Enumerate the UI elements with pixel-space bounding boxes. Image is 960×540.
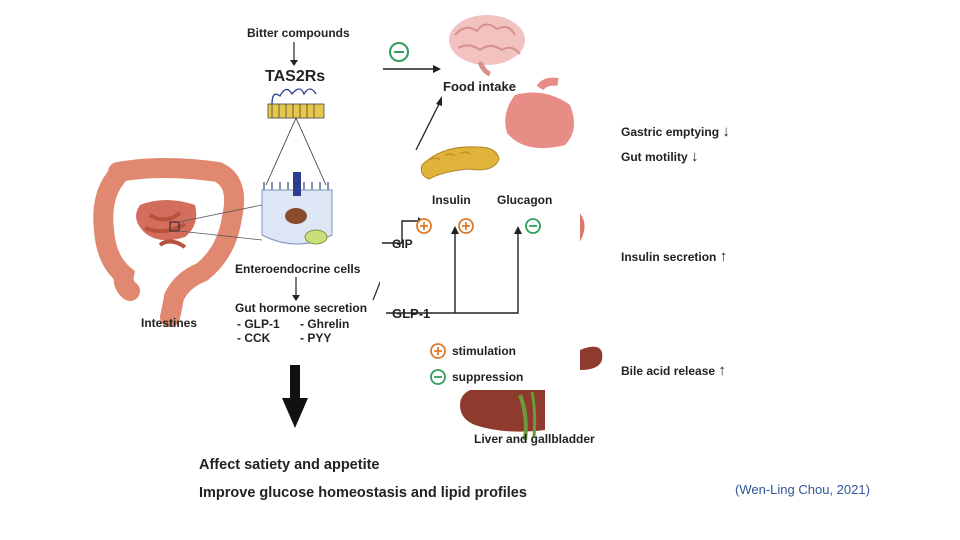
gut-hormone-label: Gut hormone secretion xyxy=(235,301,368,315)
outcome-glucose: Improve glucose homeostasis and lipid pr… xyxy=(199,485,527,501)
hormone-ghrelin: - Ghrelin xyxy=(300,317,350,331)
legend-stimulation-icon xyxy=(430,343,446,359)
brain-icon xyxy=(449,15,525,77)
stimulation-icon xyxy=(458,218,474,234)
enteroendocrine-label: Enteroendocrine cells xyxy=(235,262,361,276)
bitter-compounds-label: Bitter compounds xyxy=(247,26,350,40)
stimulation-icon xyxy=(416,218,432,234)
liver-label: Liver and gallbladder xyxy=(474,432,595,446)
hormone-glp1: - GLP-1 xyxy=(237,317,280,331)
gut-motility-label: Gut motility xyxy=(621,150,688,164)
insulin-secretion-effect: Insulin secretion ↑ xyxy=(621,248,727,265)
stomach-icon xyxy=(505,77,574,149)
hormone-pathway-lines xyxy=(382,217,522,314)
outcome-satiety: Affect satiety and appetite xyxy=(199,457,380,473)
glucagon-label: Glucagon xyxy=(497,193,553,207)
pancreas-icon xyxy=(420,146,500,180)
cell-icon xyxy=(261,172,333,245)
suppression-icon xyxy=(525,218,541,234)
gut-motility-effect: Gut motility ↓ xyxy=(621,148,699,165)
bile-acid-label: Bile acid release xyxy=(621,364,716,378)
receptor-icon xyxy=(265,88,327,186)
bile-acid-effect: Bile acid release ↑ xyxy=(621,362,726,379)
down-arrow-icon: ↓ xyxy=(722,123,730,140)
up-arrow-icon: ↑ xyxy=(719,248,728,265)
insulin-secretion-label: Insulin secretion xyxy=(621,250,717,264)
food-intake-label: Food intake xyxy=(443,79,516,94)
gastric-emptying-effect: Gastric emptying ↓ xyxy=(621,123,730,140)
gastric-emptying-label: Gastric emptying xyxy=(621,125,720,139)
pancreas-inset-panel xyxy=(380,150,580,390)
receptor-label: TAS2Rs xyxy=(265,68,326,85)
down-arrow-icon: ↓ xyxy=(691,148,699,165)
citation: (Wen-Ling Chou, 2021) xyxy=(735,482,870,497)
hormone-cck: - CCK xyxy=(237,331,271,345)
legend-suppression-icon xyxy=(430,369,446,385)
intestines-label: Intestines xyxy=(141,316,198,330)
hormone-pyy: - PYY xyxy=(300,331,332,345)
legend-stimulation-label: stimulation xyxy=(452,344,517,358)
suppression-icon xyxy=(389,42,409,62)
intestines-icon xyxy=(93,158,263,327)
up-arrow-icon: ↑ xyxy=(718,362,726,379)
glp1-label: GLP-1 xyxy=(392,306,431,321)
gip-label: GIP xyxy=(392,237,413,251)
flow-arrows xyxy=(282,42,442,428)
insulin-label: Insulin xyxy=(432,193,471,207)
legend-suppression-label: suppression xyxy=(452,370,524,384)
liver-icon xyxy=(460,346,603,441)
